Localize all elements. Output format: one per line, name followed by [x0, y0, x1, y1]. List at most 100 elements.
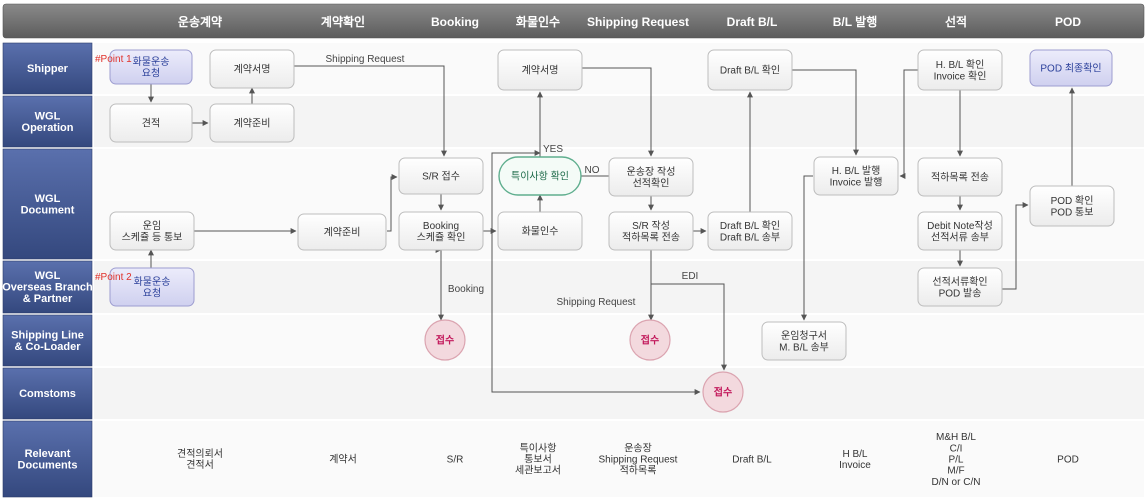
- step-n12-box: [497, 211, 583, 251]
- edge-label-e-no: NO: [585, 165, 600, 176]
- phase-2-label: 계약확인: [321, 14, 365, 29]
- step-n20-box: [917, 157, 1003, 197]
- step-n12: 화물인수: [497, 211, 583, 251]
- step-n7-box: [297, 213, 387, 251]
- step-n11-box: [498, 156, 582, 196]
- step-n3-box: [109, 103, 193, 143]
- step-n3-label: 견적: [142, 118, 160, 130]
- lane-shipping-line-label: Shipping Line& Co-Loader: [11, 329, 84, 353]
- step-n15-box: [707, 49, 793, 91]
- lane-band-shipping-line: [94, 315, 1144, 366]
- lane-wgl-operation-box: [2, 95, 93, 148]
- lane-shipping-line-box: [2, 314, 93, 367]
- lane-band-customs: [94, 368, 1144, 419]
- step-n10-label: 계약서명: [522, 65, 559, 77]
- edge-label-e-shipping-request-top: Shipping Request: [326, 54, 405, 65]
- step-n10: 계약서명: [497, 49, 583, 91]
- flow-labels: Shipping RequestYESNOBookingEDIShipping …: [95, 54, 698, 308]
- step-n8-label: S/R 접수: [422, 171, 460, 183]
- header-bar: [2, 3, 1145, 39]
- phase-1-label: 운송계약: [178, 14, 222, 29]
- step-n11-label: 특이사항 확인: [511, 171, 569, 183]
- lane-shipper-box: [2, 42, 93, 95]
- flow-arrow-25: [1002, 202, 1029, 290]
- edge-label-e-shipping-request-mid: Shipping Request: [557, 297, 636, 308]
- phase-8-label: 선적: [945, 14, 967, 29]
- step-n2: 계약서명: [209, 49, 295, 89]
- receipt-circle-1-shape: [424, 319, 466, 361]
- point-marker-1: #Point 1: [95, 54, 132, 65]
- step-n18-box: [761, 321, 847, 361]
- flow-arrow-15: [582, 67, 654, 157]
- flow-arrow-21: [899, 69, 920, 179]
- phase-5-label: Shipping Request: [587, 15, 689, 29]
- step-n11: 특이사항 확인: [498, 156, 582, 196]
- documents-9: POD: [1057, 455, 1079, 466]
- step-n6-box: [109, 267, 195, 307]
- flow-arrow-27: [651, 283, 727, 371]
- step-n20-label: 적하목록 전송: [931, 171, 989, 184]
- lane-band-relevant-docs: [94, 421, 1144, 497]
- step-n10-box: [497, 49, 583, 91]
- step-n15-label: Draft B/L 확인: [720, 65, 780, 77]
- lane-customs: Comstoms: [2, 367, 93, 420]
- phase-7-label: B/L 발행: [833, 14, 878, 29]
- documents-3: S/R: [447, 455, 464, 466]
- lane-wgl-document-box: [2, 148, 93, 260]
- flow-arrows: [148, 65, 1075, 395]
- step-n1-box: [109, 49, 193, 85]
- step-n22-box: [917, 267, 1003, 307]
- step-n17-box: [813, 156, 899, 196]
- phase-4-label: 화물인수: [516, 14, 560, 29]
- phase-9-label: POD: [1055, 15, 1081, 29]
- step-n8: S/R 접수: [398, 157, 484, 195]
- receipt-circle-1: 접수: [424, 319, 466, 361]
- step-n2-label: 계약서명: [234, 64, 271, 76]
- step-n2-box: [209, 49, 295, 89]
- flow-arrow-28: [801, 175, 813, 321]
- receipt-circle-2-shape: [629, 319, 671, 361]
- lane-wgl-overseas-box: [2, 260, 93, 314]
- flow-arrow-6: [387, 174, 398, 232]
- step-n7-label: 계약준비: [324, 227, 361, 239]
- lane-customs-label: Comstoms: [19, 388, 76, 400]
- step-n24-box: [1029, 185, 1115, 227]
- receipt-circle-3: 접수: [702, 371, 744, 413]
- receipt-circle-3-label: 접수: [714, 387, 732, 399]
- step-n9-box: [398, 211, 484, 251]
- lane-shipping-line: Shipping Line& Co-Loader: [2, 314, 93, 367]
- step-n14-box: [608, 211, 694, 251]
- step-n7: 계약준비: [297, 213, 387, 251]
- step-n23: POD 최종확인: [1029, 49, 1113, 87]
